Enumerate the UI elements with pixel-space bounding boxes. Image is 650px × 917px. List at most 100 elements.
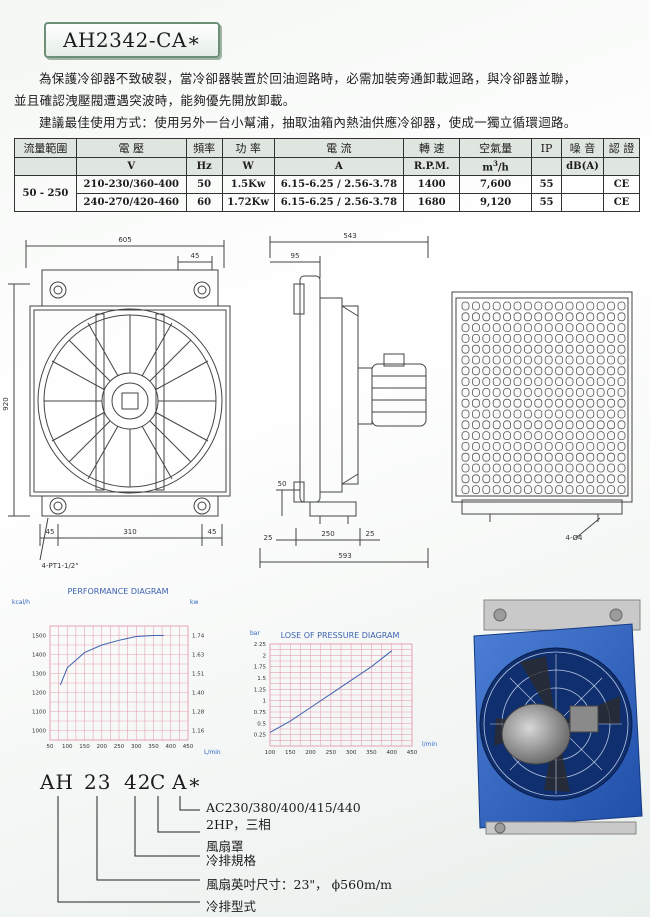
fin-cell: [492, 452, 501, 462]
fin-cell: [617, 323, 626, 332]
y-tick-label: 2: [263, 653, 267, 659]
intro-text: 為保護冷卻器不致破裂，當冷卻器裝置於回油迴路時，必需加裝旁通卸載迴路，與冷卻器並…: [14, 68, 640, 134]
x-tick-label: 150: [285, 750, 296, 756]
fin-cell: [576, 312, 584, 322]
th-power: 功 率: [221, 138, 275, 158]
fin-cell: [596, 377, 605, 387]
fin-cell: [555, 441, 563, 451]
fin-cell: [544, 301, 553, 311]
fin-cell: [534, 344, 543, 354]
fin-cell: [534, 485, 543, 495]
fin-cell: [461, 452, 470, 462]
fin-cell: [482, 441, 491, 451]
fin-cell: [565, 312, 574, 322]
fin-cell: [555, 344, 563, 354]
rear-view: [451, 291, 633, 539]
fin-cell: [544, 323, 553, 332]
fin-cell: [596, 355, 605, 365]
fin-cell: [544, 344, 553, 354]
x-tick-label: 300: [346, 750, 357, 756]
fin-cell: [596, 301, 605, 311]
fin-cell: [534, 431, 543, 441]
fin-cell: [503, 463, 512, 473]
fin-cell: [492, 463, 501, 473]
fin-cell: [565, 441, 574, 451]
unit-current: A: [273, 157, 405, 176]
fin-cell: [461, 387, 470, 397]
table-cell: 55: [531, 175, 562, 194]
fin-cell: [586, 452, 595, 462]
fin-cell: [503, 334, 512, 343]
code-part-23: 23: [84, 770, 112, 794]
fin-cell: [607, 398, 615, 408]
fin-cell: [461, 323, 470, 332]
spec-table: 流量範圍 電 壓 頻率 功 率 電 流 轉 速 空氣量 IP 噪 音 認 證 V…: [14, 138, 641, 212]
fin-cell: [586, 334, 595, 343]
fin-cell: [586, 463, 595, 473]
fin-cell: [544, 420, 553, 430]
fin-cell: [461, 485, 470, 495]
fin-cell: [576, 377, 584, 387]
fin-cell: [576, 398, 584, 408]
fin-cell: [617, 463, 626, 473]
fin-cell: [576, 474, 584, 484]
fin-cell: [576, 409, 584, 419]
fin-cell: [482, 366, 491, 376]
th-noise: 噪 音: [561, 138, 604, 158]
x-tick-label: 100: [265, 750, 276, 756]
fin-cell: [565, 431, 574, 441]
fin-cell: [596, 366, 605, 376]
table-cell: 60: [185, 193, 223, 212]
fin-cell: [503, 452, 512, 462]
desc-42: 冷排規格: [206, 853, 257, 868]
fin-cell: [544, 463, 553, 473]
fin-cell: [576, 355, 584, 365]
fin-cell: [534, 441, 543, 451]
fin-cell: [586, 485, 595, 495]
chart-grid: [269, 643, 413, 747]
unit-power: W: [221, 157, 275, 176]
x-tick-label: 350: [148, 744, 159, 750]
fin-cell: [482, 334, 491, 343]
table-cell: CE: [602, 193, 641, 212]
unit-ip: [531, 157, 562, 176]
fin-cell: [461, 431, 470, 441]
fin-cell: [596, 485, 605, 495]
fin-cell: [617, 452, 626, 462]
fin-cell: [586, 431, 595, 441]
fin-cell: [492, 334, 501, 343]
port-label: 4-PT1-1/2": [42, 562, 79, 570]
fin-cell: [482, 344, 491, 354]
fin-cell: [586, 409, 595, 419]
fin-cell: [607, 485, 615, 495]
fin-cell: [555, 452, 563, 462]
fin-cell: [461, 355, 470, 365]
x-tick-label: 50: [47, 744, 54, 750]
fin-cell: [576, 301, 584, 311]
fin-cell: [471, 344, 480, 354]
fin-cell: [534, 334, 543, 343]
fin-cell: [471, 377, 480, 387]
fin-cell: [544, 398, 553, 408]
fin-cell: [471, 409, 480, 419]
table-cell: 210-230/360-400: [75, 175, 187, 194]
fin-cell: [596, 420, 605, 430]
fin-cell: [565, 485, 574, 495]
intro-line-3: 建議最佳使用方式：使用另外一台小幫浦，抽取油箱內熱油供應冷卻器，使成一獨立循環迴…: [39, 115, 577, 130]
y2-tick-label: 1.28: [192, 710, 205, 716]
x-tick-label: 350: [366, 750, 377, 756]
series-line: [269, 650, 393, 733]
fin-cell: [492, 377, 501, 387]
fin-cell: [492, 387, 501, 397]
fin-cell: [513, 463, 522, 473]
x-tick-label: 400: [386, 750, 397, 756]
fin-cell: [534, 409, 543, 419]
x-tick-label: 300: [131, 744, 142, 750]
fin-cell: [596, 463, 605, 473]
fin-cell: [503, 485, 512, 495]
fin-cell: [524, 398, 532, 408]
fin-cell: [492, 409, 501, 419]
fin-cell: [471, 323, 480, 332]
x-tick-label: 200: [97, 744, 108, 750]
fin-cell: [607, 420, 615, 430]
